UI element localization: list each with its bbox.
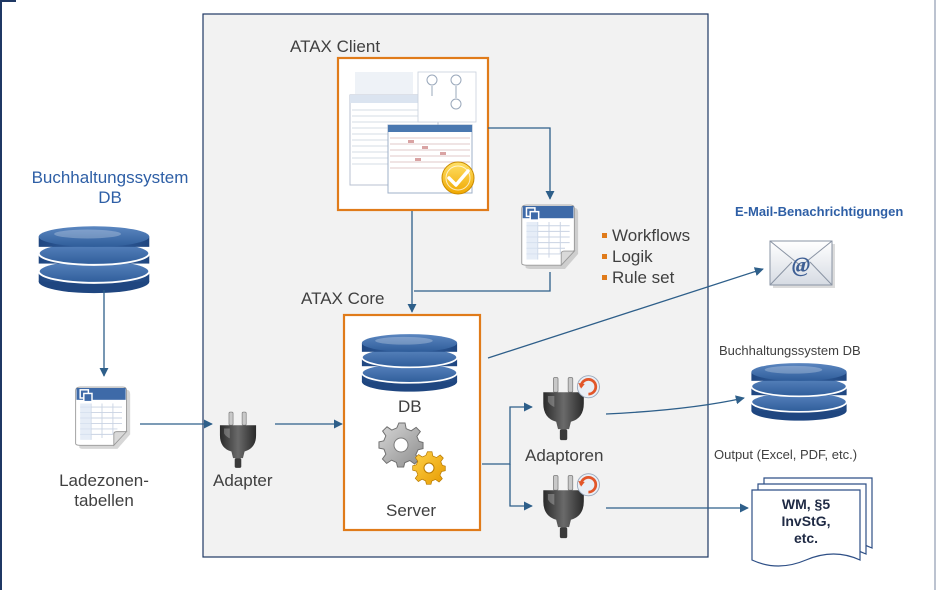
staging-tables-label-line1: Ladezonen- [59,471,149,490]
report-document-line3: etc. [793,530,819,546]
arrow-core-to-lower-adaptor [509,464,533,511]
staging-tables-label: Ladezonen- tabellen [44,471,164,510]
rules-item-workflows: Workflows [612,226,691,245]
atax-core-label: ATAX Core [301,289,385,308]
atax-client-label: ATAX Client [290,37,381,56]
report-document-label: WM, §5 InvStG, etc. [752,496,860,547]
arrow-client-to-rules [488,127,555,200]
arrow-adaptor-to-target-db [605,395,745,415]
core-database-icon [361,333,458,393]
adaptors-label: Adaptoren [525,446,604,465]
envelope-icon: @ [769,240,835,288]
rules-list: Workflows Logik Rule set [612,225,690,288]
email-notifications-label: E-Mail-Benachrichtigungen [735,204,904,219]
rules-spreadsheet-icon [521,204,579,270]
source-system-label: Buchhaltungssystem DB [22,168,198,207]
server-label: Server [386,501,437,520]
target-database-icon [750,362,848,422]
report-document-line2: InvStG, [781,513,831,529]
output-label: Output (Excel, PDF, etc.) [714,447,858,462]
documents-icon [751,477,873,567]
arrow-core-to-email [487,267,764,359]
rules-bullets [602,233,607,280]
arrow-core-to-adaptors [482,402,533,465]
source-database-icon [37,225,151,295]
email-at-glyph: @ [792,252,810,277]
arrow-rules-to-core [414,272,551,292]
client-screenshot-icon [346,70,480,200]
rules-item-rule-set: Rule set [612,268,675,287]
source-system-label-line1: Buchhaltungssystem [31,168,189,187]
staging-spreadsheet-icon [74,386,131,450]
flow-arrows [99,127,764,513]
report-document-line1: WM, §5 [781,496,831,512]
adapter-label: Adapter [213,471,273,490]
source-system-label-line2: DB [98,187,122,207]
staging-tables-label-line2: tabellen [74,490,134,510]
rules-item-logik: Logik [612,247,653,266]
target-system-label: Buchhaltungssystem DB [719,343,861,358]
core-db-label: DB [398,397,422,416]
checkmark-icon [441,161,475,195]
server-gears-icon [378,422,446,485]
